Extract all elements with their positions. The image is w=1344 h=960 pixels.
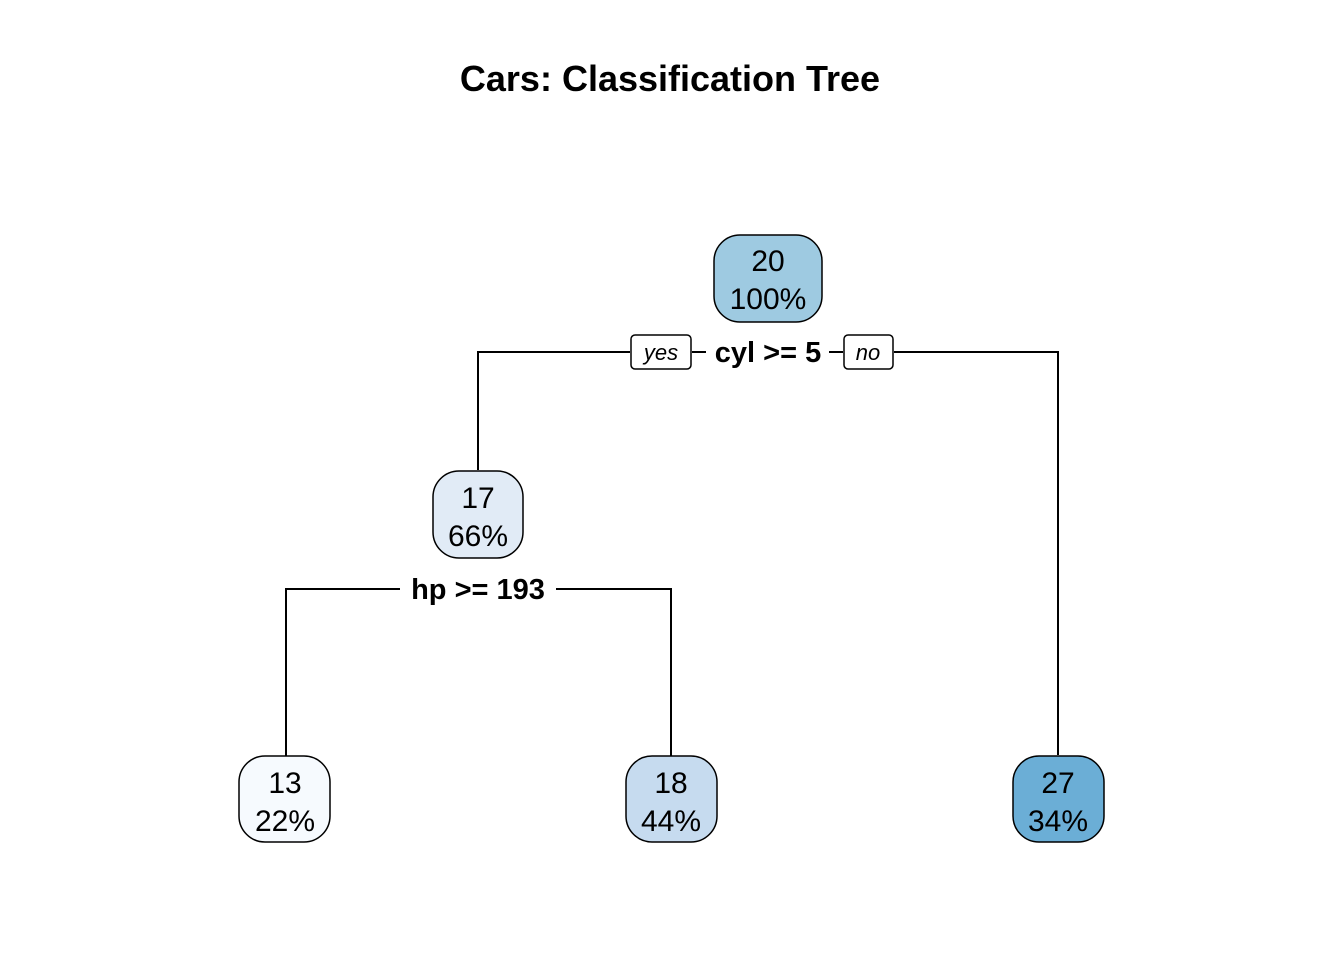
edge-root-left: [477, 351, 630, 470]
split-label-root: cyl >= 5: [715, 337, 821, 369]
page-title: Cars: Classification Tree: [459, 58, 881, 99]
node-box: [713, 234, 823, 323]
node-percent: 22%: [255, 805, 315, 838]
no-label: no: [856, 340, 880, 365]
tree-node-right: 27 34%: [1012, 755, 1105, 843]
node-value: 20: [751, 245, 784, 278]
edge-root-right: [894, 351, 1059, 755]
node-box: [1012, 755, 1105, 843]
node-percent: 34%: [1028, 805, 1088, 838]
tree-edges: [285, 351, 1059, 756]
edge-left-lr: [556, 588, 672, 756]
node-value: 13: [268, 767, 301, 800]
branch-label-no: no: [843, 334, 894, 370]
node-value: 27: [1041, 767, 1074, 800]
tree-node-lr: 18 44%: [625, 755, 718, 843]
branch-label-yes: yes: [630, 334, 692, 370]
tree-node-ll: 13 22%: [238, 755, 331, 843]
node-percent: 44%: [641, 805, 701, 838]
node-percent: 100%: [730, 283, 807, 316]
node-box: [238, 755, 331, 843]
node-percent: 66%: [448, 520, 508, 553]
tree-node-left: 17 66%: [432, 470, 524, 559]
node-value: 18: [654, 767, 687, 800]
node-box: [432, 470, 524, 559]
yes-label: yes: [642, 340, 678, 365]
tree-node-root: 20 100%: [713, 234, 823, 323]
edge-left-ll: [285, 588, 400, 756]
node-value: 17: [461, 482, 494, 515]
split-label-left: hp >= 193: [411, 574, 545, 606]
node-box: [625, 755, 718, 843]
